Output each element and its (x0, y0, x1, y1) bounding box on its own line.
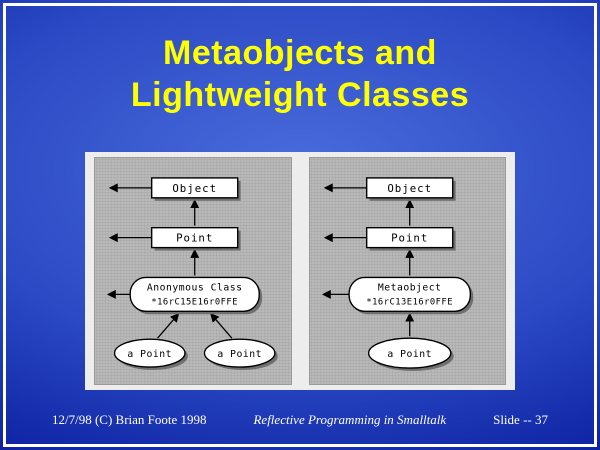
point-class-box: Point (151, 226, 241, 251)
metaobject-id: *16rC13E16r0FFE (366, 297, 453, 307)
title-line-2: Lightweight Classes (130, 76, 470, 115)
metaobject-node: Metaobject *16rC13E16r0FFE (347, 276, 473, 315)
footer-slide-number: Slide -- 37 (493, 412, 548, 427)
instance-label: a Point (217, 349, 262, 360)
instance-of-arrow (157, 312, 180, 339)
object-class-box: Object (151, 177, 241, 201)
metaobject-label: Metaobject (377, 282, 441, 293)
point-class-box: Point (365, 226, 456, 251)
object-class-box: Object (365, 177, 456, 201)
footer-presentation-title: Reflective Programming in Smalltalk (253, 412, 447, 427)
class-diagram-right: Object Point Metaobject *16rC13E16r0FFE … (308, 157, 506, 385)
slide-footer: 12/7/98 (C) Brian Foote 1998 Reflective … (52, 412, 548, 428)
object-label: Object (387, 182, 432, 195)
class-diagram-left: Object Point Anonymous Class *16rC15E16r… (94, 157, 292, 385)
instance-label: a Point (127, 349, 172, 360)
point-label: Point (391, 232, 428, 245)
diagram-figure: Object Point Anonymous Class *16rC15E16r… (85, 152, 515, 390)
class-diagram-left-svg: Object Point Anonymous Class *16rC15E16r… (106, 177, 278, 371)
instance-of-arrow (210, 312, 233, 339)
title-line-1: Metaobjects and (163, 34, 437, 72)
instance-label: a Point (387, 349, 432, 360)
object-label: Object (172, 182, 217, 195)
instance-ellipse: a Point (203, 338, 278, 371)
anonymous-class-label: Anonymous Class (147, 282, 243, 293)
instance-ellipse: a Point (367, 337, 454, 372)
footer-date-author: 12/7/98 (C) Brian Foote 1998 (52, 412, 207, 427)
anonymous-class-id: *16rC15E16r0FFE (151, 297, 238, 307)
anonymous-class-node: Anonymous Class *16rC15E16r0FFE (129, 276, 263, 315)
instance-ellipse: a Point (113, 338, 188, 371)
class-diagram-right-svg: Object Point Metaobject *16rC13E16r0FFE … (321, 177, 473, 372)
point-label: Point (176, 232, 213, 245)
slide-title: Metaobjects and Lightweight Classes (0, 32, 600, 116)
